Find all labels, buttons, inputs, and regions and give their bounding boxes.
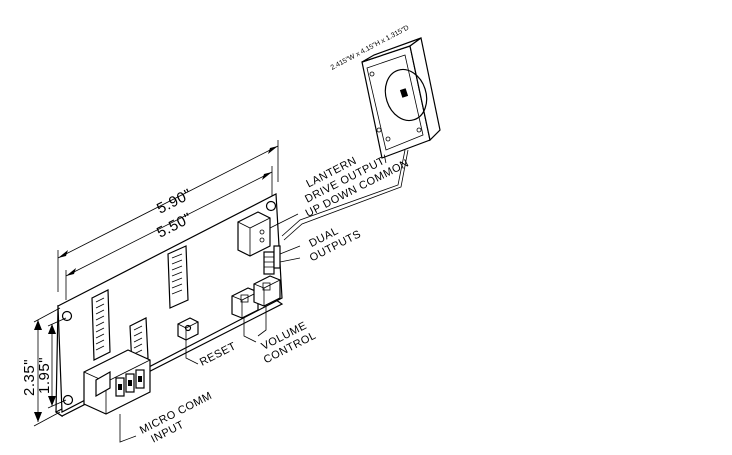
- lantern-terminal-block: [237, 211, 271, 257]
- dip-chip-1: [91, 289, 111, 361]
- dim-label-1-95: 1.95": [36, 357, 53, 394]
- mounting-hole: [62, 394, 74, 406]
- volume-potentiometer: [253, 275, 281, 307]
- speaker-grille-icon: [384, 68, 428, 122]
- reset-button-component: [177, 317, 199, 341]
- lantern-enclosure: [281, 36, 441, 241]
- dim-line-height-outer: [33, 307, 61, 427]
- dim-label-2-35: 2.35": [21, 359, 38, 396]
- dual-output-header: [263, 245, 281, 275]
- micro-comm-callout: MICRO COMM INPUT: [138, 390, 214, 446]
- mounting-hole: [265, 200, 277, 212]
- mounting-hole: [61, 310, 73, 322]
- dim-line-length-outer: [57, 140, 279, 292]
- reset-callout: RESET: [198, 340, 238, 368]
- svg-text:RESET: RESET: [198, 340, 238, 368]
- dual-outputs-callout: DUAL OUTPUTS: [307, 225, 363, 264]
- circuit-board: [54, 193, 284, 418]
- volume-control-callout: VOLUME CONTROL: [259, 320, 318, 367]
- dip-chip-3: [167, 245, 189, 309]
- dim-line-length-inner: [65, 166, 273, 300]
- micro-comm-connector: [83, 349, 151, 415]
- volume-potentiometer: [231, 287, 259, 319]
- dim-line-height-inner: [47, 317, 67, 409]
